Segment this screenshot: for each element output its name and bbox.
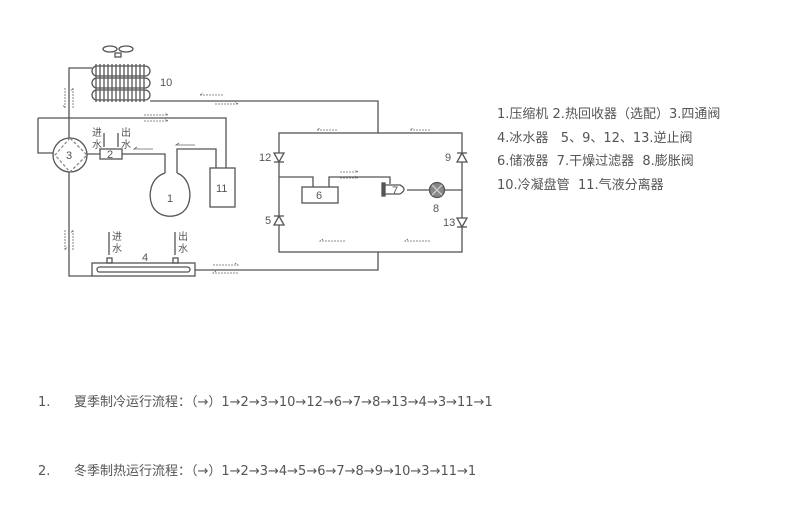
operation-flows: 1. 夏季制冷运行流程：（→）1→2→3→10→12→6→7→8→13→4→3→1… (38, 345, 493, 506)
water-in-label-1: 进 (112, 231, 122, 243)
water-out-label-2: 水 (121, 139, 131, 151)
check-valve-5 (272, 214, 286, 226)
refrigeration-diagram: 10 3 2 进 水 出 水 1 11 4 进 水 出 水 6 7 (37, 45, 469, 277)
label-8: 8 (433, 203, 439, 215)
water-in-label-2: 水 (92, 139, 102, 151)
label-9: 9 (445, 152, 451, 164)
label-10: 10 (160, 77, 172, 89)
water-arrow (108, 232, 176, 255)
pipe (279, 176, 391, 187)
flow-summer: 1. 夏季制冷运行流程：（→）1→2→3→10→12→6→7→8→13→4→3→1… (38, 391, 493, 414)
pipe (195, 252, 379, 271)
pipe (68, 67, 92, 138)
condenser-coil (91, 64, 151, 102)
label-13: 13 (443, 217, 455, 229)
water-out-label-2: 水 (178, 243, 188, 255)
label-6: 6 (316, 190, 322, 202)
water-out-label-1: 出 (121, 126, 131, 139)
heat-recovery-box (99, 148, 123, 160)
label-2: 2 (107, 149, 113, 161)
pipe (68, 172, 92, 277)
legend-line: 6.储液器 7.干燥过滤器 8.膨胀阀 (497, 154, 694, 169)
flow-arrows (62, 86, 430, 274)
water-out-label-1: 出 (178, 230, 188, 243)
receiver (301, 186, 339, 204)
compressor (149, 172, 191, 217)
pipe (176, 148, 217, 173)
flow-number: 1. (38, 395, 51, 410)
label-12: 12 (259, 152, 271, 164)
flow-text: 冬季制热运行流程：（→）1→2→3→4→5→6→7→8→9→10→3→11→1 (74, 464, 477, 479)
gas-liquid-separator (209, 167, 236, 208)
legend-line: 4.冰水器 5、9、12、13.逆止阀 (497, 130, 693, 146)
flow-winter: 2. 冬季制热运行流程：（→）1→2→3→4→5→6→7→8→9→10→3→11→… (38, 460, 493, 483)
evaporator (91, 257, 196, 277)
pipe (37, 117, 227, 168)
four-way-valve (52, 137, 88, 173)
flow-number: 2. (38, 464, 51, 479)
pipe (150, 100, 379, 133)
water-in-label-2: 水 (112, 243, 122, 255)
fan-icon (102, 45, 134, 58)
label-3: 3 (66, 150, 72, 162)
expansion-valve (428, 181, 446, 199)
water-in-label-1: 进 (92, 127, 102, 139)
pipe (87, 153, 166, 173)
label-1: 1 (167, 193, 173, 205)
label-4: 4 (142, 252, 148, 264)
right-loop (278, 132, 463, 253)
label-7: 7 (392, 185, 398, 197)
legend-line: 10.冷凝盘管 11.气液分离器 (497, 177, 664, 193)
check-valve-13 (455, 217, 469, 229)
label-11: 11 (216, 183, 227, 195)
component-legend: 1.压缩机 2.热回收器（选配）3.四通阀 4.冰水器 5、9、12、13.逆止阀… (497, 103, 720, 197)
flow-text: 夏季制冷运行流程：（→）1→2→3→10→12→6→7→8→13→4→3→11→… (74, 395, 493, 410)
water-arrow (103, 133, 119, 147)
check-valve-9 (455, 151, 469, 163)
legend-line: 1.压缩机 2.热回收器（选配）3.四通阀 (497, 107, 721, 122)
check-valve-12 (272, 152, 286, 164)
dryer-filter (381, 182, 405, 197)
label-5: 5 (265, 215, 271, 227)
